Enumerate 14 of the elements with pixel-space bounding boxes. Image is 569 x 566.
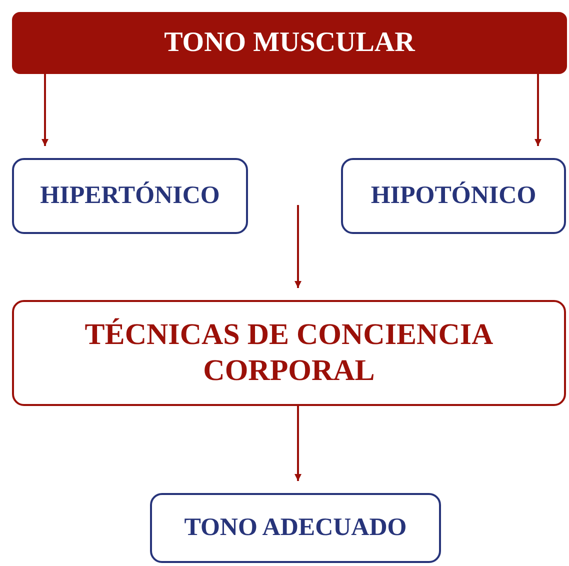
- node-label: TONO ADECUADO: [184, 513, 407, 544]
- node-label: TONO MUSCULAR: [164, 26, 415, 60]
- arrow: [294, 205, 302, 288]
- process-box: [12, 300, 566, 406]
- category-box: [341, 158, 566, 234]
- arrow: [534, 74, 542, 146]
- arrow: [42, 74, 48, 146]
- category-box: [12, 158, 248, 234]
- node-label: HIPERTÓNICO: [40, 180, 220, 212]
- result-box: [150, 493, 441, 563]
- node-label: TÉCNICAS DE CONCIENCIA CORPORAL: [84, 317, 494, 389]
- node-label: HIPOTÓNICO: [370, 180, 536, 212]
- title-banner: [12, 12, 567, 74]
- arrow: [294, 406, 302, 481]
